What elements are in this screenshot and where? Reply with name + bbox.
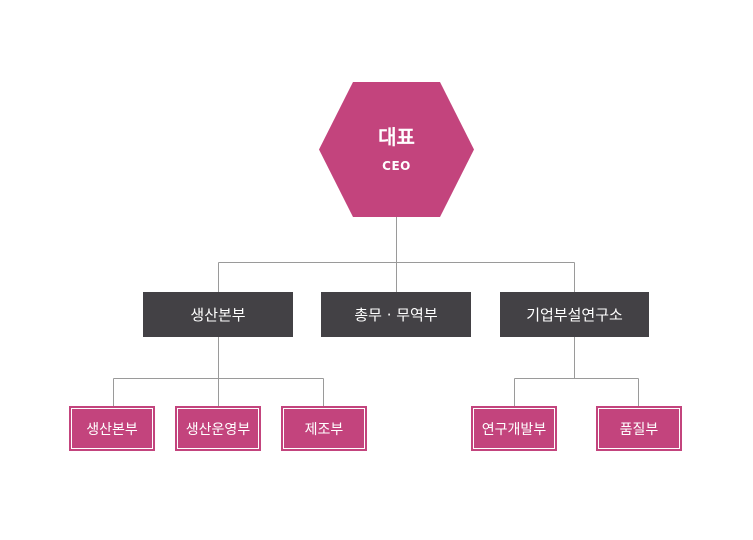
team-manufacturing: 제조부 [281,406,367,451]
department-label: 생산본부 [190,306,246,324]
team-label: 연구개발부 [481,421,547,438]
team-label: 생산운영부 [185,421,251,438]
department-general-affairs-trade: 총무 · 무역부 [321,292,471,337]
ceo-subtitle: CEO [382,158,411,173]
department-research-institute: 기업부설연구소 [500,292,649,337]
team-label: 품질부 [619,421,659,438]
team-production: 생산본부 [69,406,155,451]
team-quality: 품질부 [596,406,682,451]
team-label: 생산본부 [86,421,138,438]
ceo-title: 대표 [378,124,415,149]
team-label: 제조부 [304,421,344,438]
department-label: 기업부설연구소 [526,306,623,324]
team-research-development: 연구개발부 [471,406,557,451]
team-production-operations: 생산운영부 [175,406,261,451]
department-label: 총무 · 무역부 [354,306,438,324]
department-production: 생산본부 [143,292,293,337]
hexagon-shape [319,82,474,217]
ceo-node: 대표 CEO [319,82,474,217]
